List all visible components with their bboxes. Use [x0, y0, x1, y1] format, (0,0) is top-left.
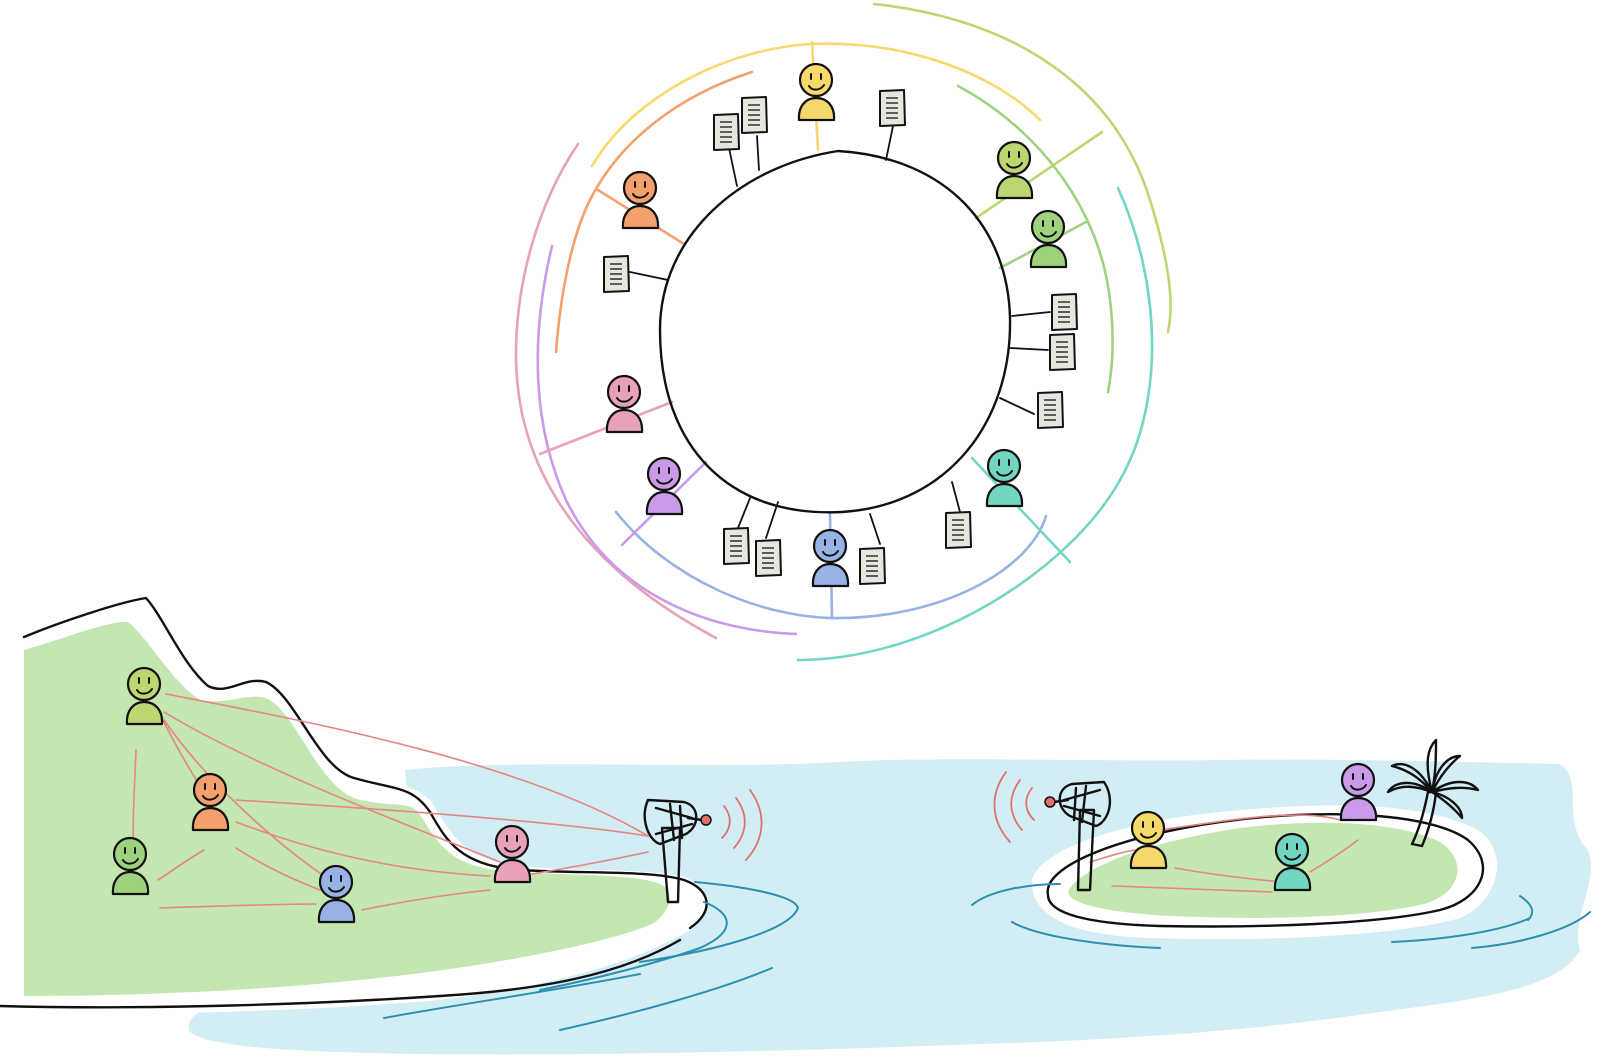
island-person-purple — [1339, 762, 1378, 822]
doc-connector — [1011, 311, 1051, 317]
wave-icon — [559, 967, 773, 1031]
doc-connector — [756, 135, 760, 171]
mainland-person-lime — [125, 666, 164, 726]
document-icon — [723, 527, 750, 565]
link-line — [163, 711, 501, 863]
link-line — [157, 849, 205, 881]
link-line — [1309, 839, 1359, 873]
document-icon — [859, 547, 886, 585]
mainland-person-pink — [493, 824, 532, 884]
link-line — [1174, 867, 1283, 883]
doc-connector — [999, 397, 1035, 415]
signal-wave — [1025, 787, 1035, 821]
document-icon — [755, 539, 782, 577]
ring-person-pink — [605, 374, 644, 434]
antenna-icon-mainland — [643, 789, 763, 904]
document-connectors — [629, 125, 1051, 545]
signal-wave — [1010, 779, 1023, 831]
ring-person-purple — [645, 456, 684, 516]
ring-arc-lime-outer — [872, 2, 1172, 334]
island-grass — [1068, 822, 1458, 918]
wave-icon — [539, 901, 728, 991]
ring-person-lime — [995, 140, 1034, 200]
link-line — [235, 847, 321, 891]
antenna-icon-island — [993, 771, 1112, 892]
antenna-tip — [1044, 796, 1056, 808]
ring-arc-pink — [514, 142, 718, 640]
mainland-grass — [24, 621, 670, 996]
signal-wave — [733, 797, 746, 849]
ring-arc-blue — [614, 510, 1048, 620]
link-line — [235, 821, 491, 877]
mainland-person-green — [111, 836, 150, 896]
ring-arc-purple — [536, 244, 798, 636]
mainland-coastline — [22, 596, 708, 930]
ring-arc-yellow — [590, 42, 1042, 168]
ring-arc-green — [956, 84, 1114, 394]
spoke-teal — [970, 456, 1072, 564]
wave-icon — [971, 883, 1061, 906]
antennas — [643, 771, 1112, 904]
ring-person-green — [1029, 209, 1068, 269]
doc-connector — [1009, 347, 1049, 351]
link-line — [159, 903, 317, 909]
island-coastline — [1046, 812, 1485, 928]
link-line — [1159, 814, 1341, 831]
mainland-person-orange — [191, 772, 230, 832]
spoke-lime — [974, 130, 1104, 220]
document-icon — [1037, 391, 1064, 429]
link-line — [1089, 849, 1139, 863]
wave-icon — [1011, 921, 1161, 949]
documents — [603, 89, 1078, 585]
ring-arc-orange — [554, 70, 754, 354]
ring-arc-teal — [796, 186, 1154, 662]
peer-links — [132, 693, 1359, 911]
doc-connector — [951, 481, 961, 513]
link-line — [1111, 885, 1273, 893]
ring-person-orange — [621, 170, 660, 230]
wave-icon — [1391, 917, 1531, 943]
ring-circle — [658, 149, 1012, 514]
wave-icon — [1519, 895, 1534, 921]
document-icon — [1049, 333, 1076, 371]
antenna-tip — [700, 814, 712, 826]
doc-connector — [737, 497, 751, 529]
link-line — [163, 719, 331, 881]
link-line — [165, 693, 649, 837]
document-icon — [603, 255, 630, 293]
signal-wave — [993, 771, 1011, 843]
island-person-yellow — [1129, 810, 1168, 870]
doc-connector — [765, 501, 779, 539]
network-ring — [514, 2, 1172, 662]
link-line — [235, 799, 649, 837]
document-icon — [879, 89, 906, 127]
wave-icon — [1471, 911, 1591, 949]
document-icon — [1051, 293, 1078, 331]
wave-icon — [383, 973, 641, 1019]
link-line — [361, 889, 491, 911]
ring-person-yellow — [797, 62, 836, 122]
doc-connector — [885, 125, 894, 161]
doc-connector — [629, 271, 669, 281]
doc-connector — [728, 147, 738, 187]
mainland — [0, 594, 708, 1015]
island-person-teal — [1273, 832, 1312, 892]
mainland-person-blue — [317, 864, 356, 924]
wave-icon — [639, 881, 800, 963]
document-icon — [713, 113, 740, 151]
doc-connector — [869, 513, 881, 545]
ring-person-teal — [985, 448, 1024, 508]
people — [111, 62, 1378, 924]
document-icon — [945, 511, 972, 549]
link-line — [531, 851, 649, 875]
palm-tree-icon — [1386, 738, 1480, 848]
signal-wave — [745, 789, 763, 861]
document-icon — [741, 96, 768, 134]
signal-wave — [721, 805, 731, 839]
ring-person-blue — [811, 528, 850, 588]
mainland-bottom-edge — [0, 938, 682, 1009]
wave-icon-group — [383, 881, 1591, 1031]
